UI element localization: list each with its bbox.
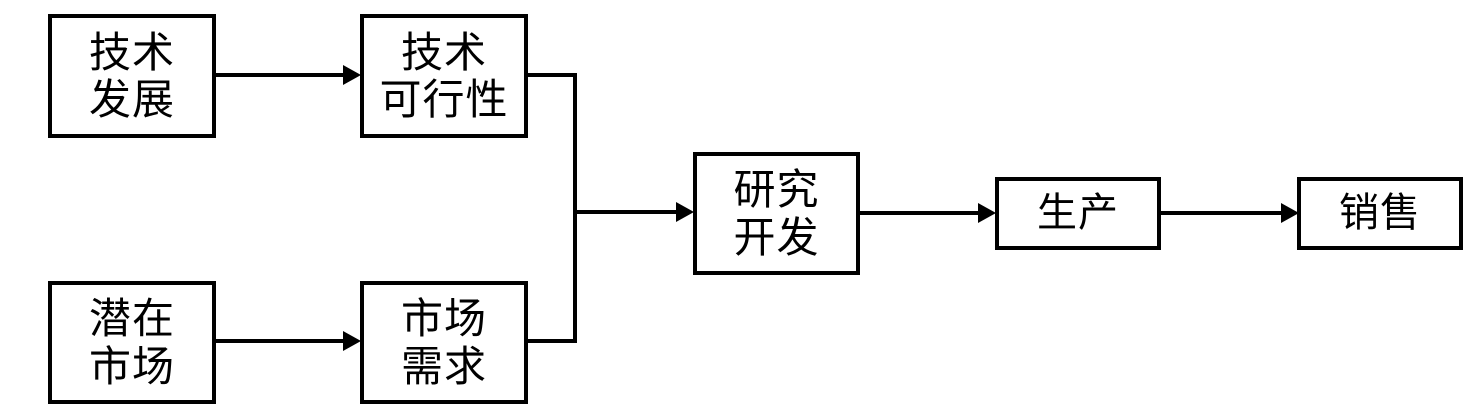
arrowhead-tech-dev-to-feasibility [343,65,361,85]
edge-potential-market-to-demand [216,339,343,343]
edge-merge-bus [573,73,577,343]
edge-demand-to-merge [528,339,577,343]
node-production[interactable]: 生产 [995,177,1161,250]
edge-rnd-to-production [860,211,978,215]
node-tech-feasibility[interactable]: 技术 可行性 [360,14,528,138]
arrowhead-production-to-sales [1281,203,1299,223]
edge-feasibility-to-merge [528,73,577,77]
node-tech-feasibility-line-1: 技术 [400,27,487,77]
node-market-demand[interactable]: 市场 需求 [360,281,528,404]
node-potential-market[interactable]: 潜在 市场 [48,281,216,404]
node-research-development[interactable]: 研究 开发 [693,152,860,275]
node-potential-market-line-1: 潜在 [88,294,175,344]
node-market-demand-line-1: 市场 [400,294,487,344]
node-tech-dev-line-1: 技术 [88,27,175,77]
edge-tech-dev-to-feasibility [216,73,343,77]
arrowhead-merge-to-rnd [676,202,694,222]
node-production-line-1: 生产 [1037,190,1119,237]
node-research-development-line-2: 开发 [733,212,820,262]
node-tech-dev[interactable]: 技术 发展 [48,14,216,138]
edge-production-to-sales [1161,211,1281,215]
node-research-development-line-1: 研究 [733,165,820,215]
node-potential-market-line-2: 市场 [88,341,175,391]
arrowhead-potential-market-to-demand [343,331,361,351]
node-market-demand-line-2: 需求 [400,341,487,391]
arrowhead-rnd-to-production [978,203,996,223]
node-sales[interactable]: 销售 [1297,177,1463,250]
node-sales-line-1: 销售 [1339,190,1421,237]
node-tech-feasibility-line-2: 可行性 [379,75,509,124]
node-tech-dev-line-2: 发展 [88,75,175,124]
edge-merge-to-rnd [573,210,676,214]
